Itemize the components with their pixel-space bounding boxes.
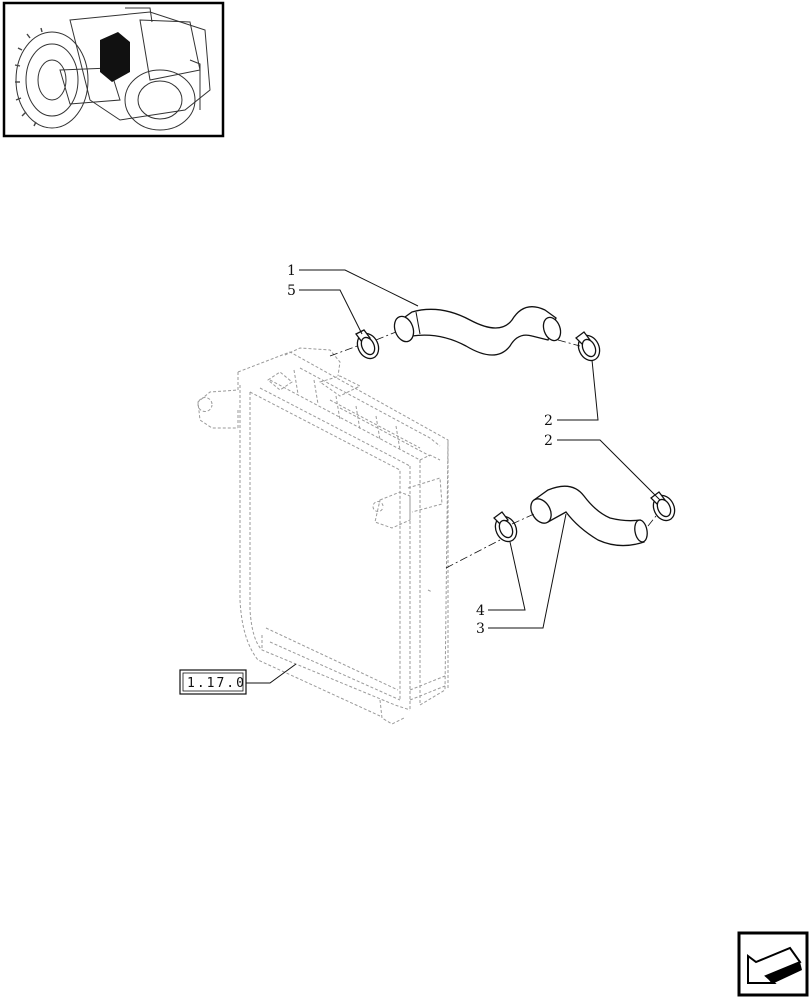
hose-clamp-upper-left bbox=[355, 329, 380, 360]
callout-4: 4 bbox=[476, 603, 485, 619]
upper-radiator-hose bbox=[393, 306, 562, 356]
tractor-location-thumbnail-icon bbox=[2, 1, 225, 138]
callout-2-upper: 2 bbox=[544, 413, 553, 429]
hose-clamp-lower-right bbox=[650, 491, 676, 522]
hose-clamp-upper-right bbox=[575, 331, 601, 362]
reference-box[interactable]: 1.17.0 bbox=[179, 669, 247, 695]
callout-5: 5 bbox=[287, 283, 296, 299]
callout-1: 1 bbox=[287, 263, 296, 279]
reference-box-label: 1.17.0 bbox=[187, 676, 246, 691]
callout-2-lower: 2 bbox=[544, 433, 553, 449]
next-page-arrow-icon[interactable] bbox=[737, 931, 809, 997]
lower-radiator-hose bbox=[530, 485, 648, 547]
hose-clamp-lower-left bbox=[493, 511, 518, 543]
radiator-outline bbox=[197, 347, 449, 725]
centre-lines bbox=[329, 331, 657, 569]
leader-lines bbox=[246, 269, 661, 684]
callout-3: 3 bbox=[476, 621, 485, 637]
